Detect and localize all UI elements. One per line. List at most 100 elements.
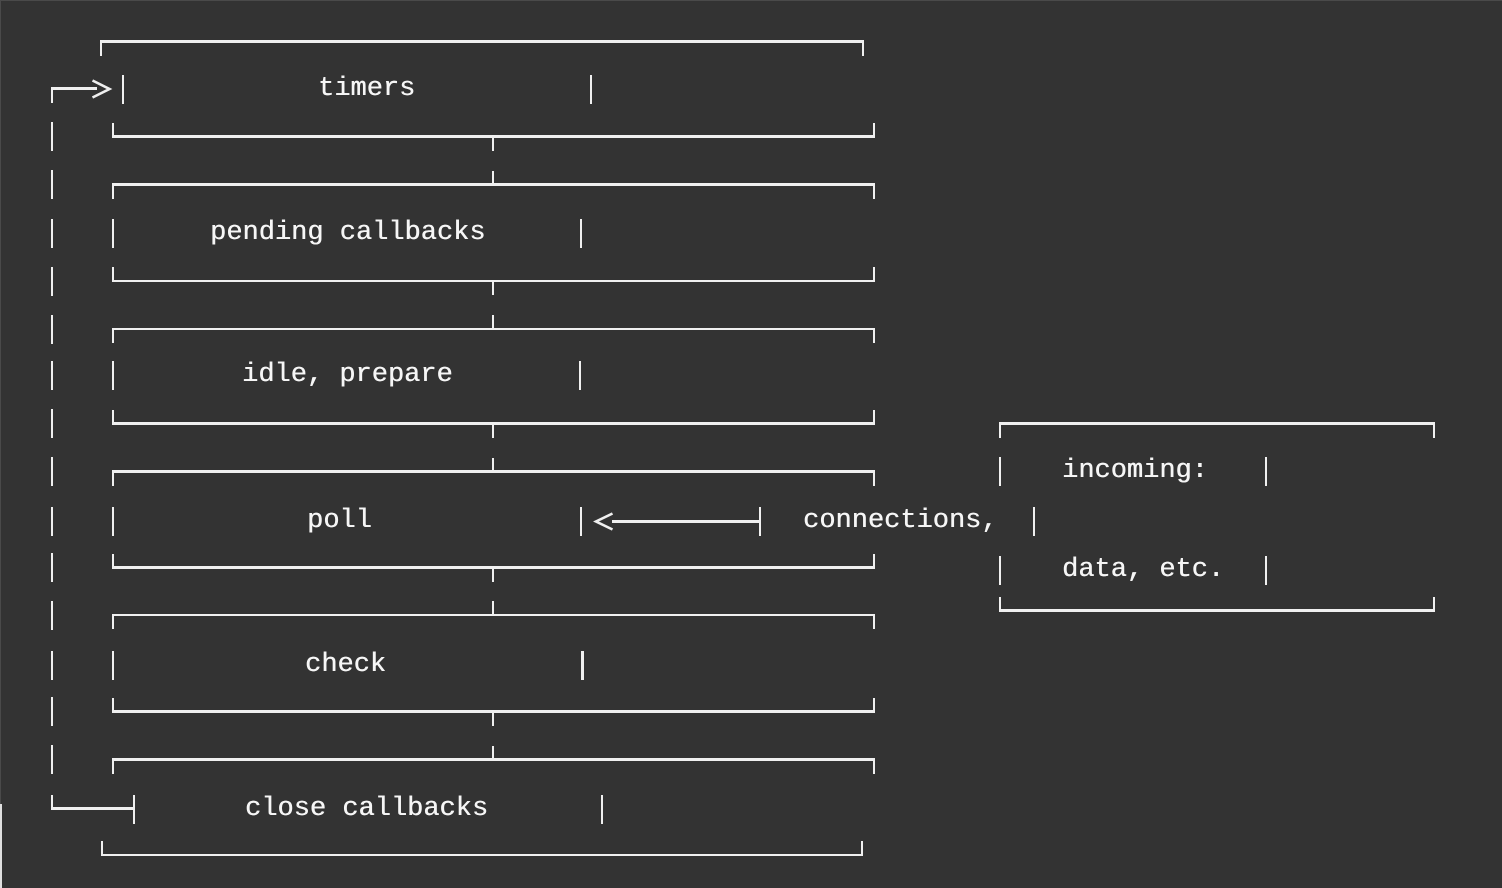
arrowhead-left-icon <box>593 511 614 531</box>
box-side-left <box>998 555 1002 585</box>
corner-stub <box>111 553 115 568</box>
phase-label-idle-prepare: idle, prepare <box>242 360 453 390</box>
box-side-right <box>1264 555 1268 585</box>
tee-stub <box>491 457 495 472</box>
corner-stub <box>998 423 1002 438</box>
tee-stub <box>491 170 495 185</box>
corner-stub <box>111 122 115 137</box>
loop-return-line <box>50 807 136 810</box>
loop-line-segment <box>50 170 54 199</box>
loop-line-segment <box>50 745 54 774</box>
loop-line-segment <box>50 314 54 344</box>
window-edge-left-bright <box>0 804 2 888</box>
loop-line-segment <box>50 360 54 390</box>
box-side-right <box>1032 506 1036 536</box>
tee-stub <box>491 281 495 295</box>
corner-stub <box>111 471 115 486</box>
loop-line-segment <box>50 122 54 151</box>
corner-stub <box>872 409 876 424</box>
arrowhead-right-icon <box>91 78 113 99</box>
box-border-top <box>111 613 876 617</box>
incoming-label-line1: incoming: <box>1062 456 1208 486</box>
box-side-right <box>600 794 604 824</box>
incoming-label-line3: data, etc. <box>1062 555 1225 585</box>
box-border-top <box>111 183 876 186</box>
tee-stub <box>491 745 495 760</box>
box-side-left <box>111 218 115 248</box>
box-side-left <box>998 456 1002 486</box>
corner-stub <box>872 615 876 629</box>
box-side-right <box>579 506 583 536</box>
arrow-line <box>612 520 760 523</box>
corner-stub <box>1432 423 1436 438</box>
loop-line-segment <box>50 457 54 486</box>
corner-stub <box>100 841 104 855</box>
loop-corner-stub <box>50 88 54 103</box>
box-side-left <box>111 650 115 680</box>
corner-stub <box>111 184 115 199</box>
corner-stub <box>111 329 115 343</box>
tee-stub <box>491 711 495 726</box>
corner-stub <box>872 122 876 137</box>
corner-stub <box>872 759 876 774</box>
arrow-tee <box>758 506 762 536</box>
phase-label-check: check <box>305 650 387 680</box>
corner-stub <box>872 697 876 712</box>
corner-stub <box>99 41 103 56</box>
box-border-top <box>111 470 876 473</box>
corner-stub <box>872 184 876 199</box>
tee-stub <box>491 601 495 615</box>
box-side-right <box>581 650 584 680</box>
loop-line-segment <box>50 409 54 438</box>
corner-stub <box>861 41 865 56</box>
loop-line-segment <box>50 650 54 680</box>
box-border-top <box>99 40 865 43</box>
corner-stub <box>1432 596 1436 611</box>
phase-label-pending-callbacks: pending callbacks <box>210 218 486 248</box>
box-border-top <box>111 758 876 761</box>
window-edge-left <box>0 0 1 888</box>
corner-stub <box>111 409 115 424</box>
box-border-bottom <box>998 609 1436 612</box>
corner-stub <box>872 471 876 486</box>
tee-stub <box>491 136 495 151</box>
loop-line-segment <box>50 266 54 296</box>
corner-stub <box>111 615 115 629</box>
corner-stub <box>860 841 864 855</box>
loop-corner-stub <box>50 795 54 809</box>
box-side-left <box>111 360 115 390</box>
corner-stub <box>111 267 115 281</box>
box-side-right <box>579 218 583 248</box>
corner-stub <box>872 267 876 281</box>
corner-stub <box>872 553 876 568</box>
corner-stub <box>111 697 115 712</box>
phase-label-close-callbacks: close callbacks <box>245 794 489 824</box>
box-side-left <box>111 506 115 536</box>
corner-stub <box>111 759 115 774</box>
tee-stub <box>491 315 495 329</box>
window-edge-top <box>0 0 1502 1</box>
loop-junction-tee <box>132 794 136 824</box>
box-border-bottom <box>100 853 864 857</box>
corner-stub <box>998 596 1002 611</box>
tee-stub <box>491 567 495 582</box>
tee-stub <box>491 423 495 438</box>
box-side-left <box>121 74 125 104</box>
box-border-top <box>998 422 1436 425</box>
phase-label-timers: timers <box>318 74 416 104</box>
box-side-right <box>1264 456 1268 486</box>
loop-line-segment <box>50 506 54 536</box>
box-side-right <box>578 360 582 390</box>
loop-line-segment <box>50 553 54 582</box>
loop-line-segment <box>50 697 54 726</box>
loop-arrow-line <box>50 87 97 90</box>
